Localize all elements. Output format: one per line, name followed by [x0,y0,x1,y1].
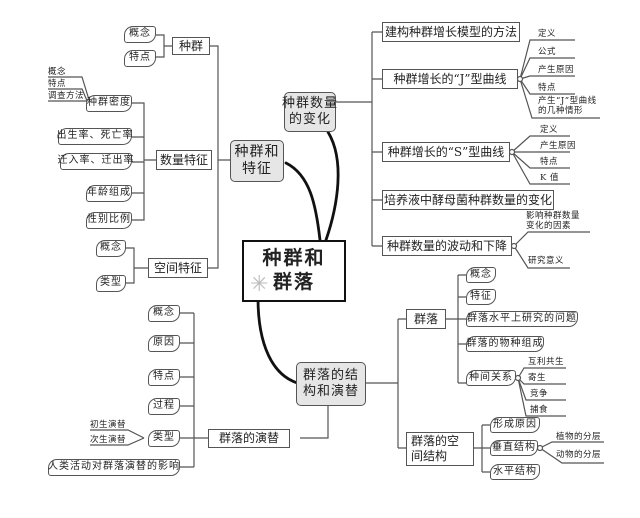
leaf-j-cases-2: 的几种情形 [538,106,584,116]
leaf-factors-1: 影响种群数量 [526,211,581,221]
center-topic[interactable]: 种群和 群落 [242,240,346,302]
topic-line-1: 群落的结 [302,367,359,383]
leaf-succession-cause[interactable]: 原因 [148,335,180,352]
leaf-community-question[interactable]: 群落水平上研究的问题 [466,311,578,327]
leaf-spatial-type[interactable]: 类型 [96,275,126,292]
node-zhongqun[interactable]: 种群 [172,37,210,55]
spatial-line-1: 群落的空 [411,434,460,448]
topic-line-2: 的变化 [288,112,331,127]
leaf-parasitism: 寄生 [528,373,547,383]
leaf-mutualism: 互利共生 [528,357,565,367]
topic-line-1: 种群和 [234,143,280,160]
center-line-1: 种群和 [262,247,326,270]
leaf-j-formula: 公式 [538,47,557,57]
leaf-j-cases-1: 产生“J”型曲线 [538,96,597,106]
leaf-sex-ratio[interactable]: 性别比例 [86,212,132,229]
leaf-birth-death[interactable]: 出生率、死亡率 [57,128,133,145]
topic-population-features[interactable]: 种群和 特征 [230,140,284,182]
topic-line-1: 种群数量 [282,95,339,111]
leaf-s-feature: 特点 [540,157,559,167]
node-spatial-features[interactable]: 空间特征 [148,258,208,278]
leaf-predation: 捕食 [530,405,549,415]
leaf-primary-succession: 初生演替 [90,420,127,430]
node-yeast[interactable]: 培养液中酵母菌种群数量的变化 [382,190,554,210]
node-community[interactable]: 群落 [406,309,446,329]
leaf-factors-2: 变化的因素 [526,221,572,231]
leaf-interspecific[interactable]: 种间关系 [466,370,516,386]
leaf-s-definition: 定义 [540,125,559,135]
leaf-formation-cause[interactable]: 形成原因 [490,417,540,433]
node-s-curve[interactable]: 种群增长的“S”型曲线 [382,142,510,162]
leaf-j-cause: 产生原因 [538,65,575,75]
leaf-density-feature: 特点 [48,79,67,89]
leaf-species-composition[interactable]: 群落的物种组成 [466,336,544,352]
topic-community-structure[interactable]: 群落的结 构和演替 [296,362,366,406]
node-spatial-structure[interactable]: 群落的空 间结构 [406,432,474,466]
node-quantity-features[interactable]: 数量特征 [156,150,212,170]
leaf-density-survey: 调查方法 [48,91,85,101]
leaf-j-definition: 定义 [538,29,557,39]
leaf-community-feature[interactable]: 特征 [466,289,496,305]
leaf-age[interactable]: 年龄组成 [86,185,132,202]
center-line-2: 群落 [272,271,315,293]
leaf-human-impact[interactable]: 人类活动对群落演替的影响 [48,459,180,476]
leaf-spatial-concept[interactable]: 概念 [96,240,126,257]
node-model-method[interactable]: 建构种群增长模型的方法 [382,22,520,42]
leaf-s-cause: 产生原因 [540,141,577,151]
topic-population-change[interactable]: 种群数量 的变化 [282,92,339,132]
leaf-succession-feature[interactable]: 特点 [148,369,180,386]
leaf-succession-concept[interactable]: 概念 [148,305,180,322]
node-fluctuation[interactable]: 种群数量的波动和下降 [382,236,512,256]
node-j-curve[interactable]: 种群增长的“J”型曲线 [382,69,518,89]
leaf-significance: 研究意义 [528,256,565,266]
leaf-competition: 竞争 [530,389,549,399]
sparkle-icon: ✳ [250,272,269,297]
leaf-community-concept[interactable]: 概念 [466,267,496,283]
topic-line-2: 特征 [242,161,272,177]
leaf-in-out[interactable]: 迁入率、迁出率 [58,153,134,170]
leaf-plant-layering: 植物的分层 [556,432,602,442]
leaf-j-feature: 特点 [538,83,557,93]
leaf-animal-layering: 动物的分层 [556,450,602,460]
leaf-s-k-value: K 值 [540,173,560,183]
node-succession[interactable]: 群落的演替 [208,429,290,448]
leaf-succession-process[interactable]: 过程 [148,398,180,415]
leaf-concept[interactable]: 概念 [124,26,156,43]
leaf-secondary-succession: 次生演替 [90,435,127,445]
leaf-succession-type[interactable]: 类型 [148,430,180,447]
node-density[interactable]: 种群密度 [86,95,132,112]
leaf-density-concept: 概念 [48,67,67,77]
leaf-horizontal-structure[interactable]: 水平结构 [490,464,540,480]
spatial-line-2: 间结构 [411,449,448,463]
leaf-feature[interactable]: 特点 [124,50,156,67]
topic-line-2: 构和演替 [302,384,359,399]
leaf-vertical-structure[interactable]: 垂直结构 [490,440,538,456]
